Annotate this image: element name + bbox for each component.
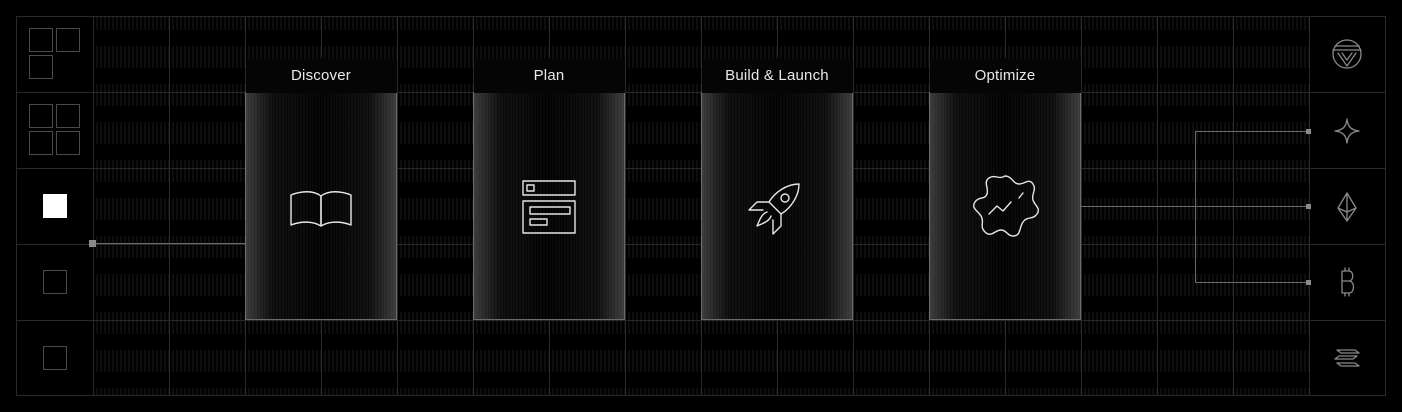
step-panel [701, 92, 853, 320]
step-label: Build & Launch [701, 58, 853, 93]
step-panel [929, 92, 1081, 320]
step-label: Discover [245, 58, 397, 93]
connection-lines [93, 131, 1309, 283]
step-panel [245, 92, 397, 320]
outline-square-icon [43, 270, 67, 294]
solana-logo-icon [1334, 349, 1360, 367]
arweave-logo-icon [1332, 39, 1362, 69]
step-label: Optimize [929, 58, 1081, 93]
step-panel-texture [929, 92, 1080, 320]
layout-window-icon [522, 180, 576, 234]
rocket-icon [748, 183, 800, 235]
filled-square-icon [43, 194, 67, 218]
left-connector-node [89, 240, 96, 247]
branch-node-top [1306, 129, 1311, 134]
ethereum-logo-icon [1337, 192, 1357, 222]
bitcoin-logo-icon [1341, 267, 1355, 297]
step-panel [473, 92, 625, 320]
three-squares-icon [29, 28, 80, 79]
badge-trend-icon [972, 175, 1040, 237]
branch-node-bottom [1306, 280, 1311, 285]
open-book-icon [290, 191, 352, 227]
step-label: Plan [473, 58, 625, 93]
sparkle-star-icon [1334, 118, 1360, 144]
branch-node-middle [1306, 204, 1311, 209]
step-panel-texture [473, 92, 624, 320]
four-squares-icon [29, 104, 80, 155]
step-panel-texture [701, 92, 852, 320]
outline-square-icon [43, 346, 67, 370]
